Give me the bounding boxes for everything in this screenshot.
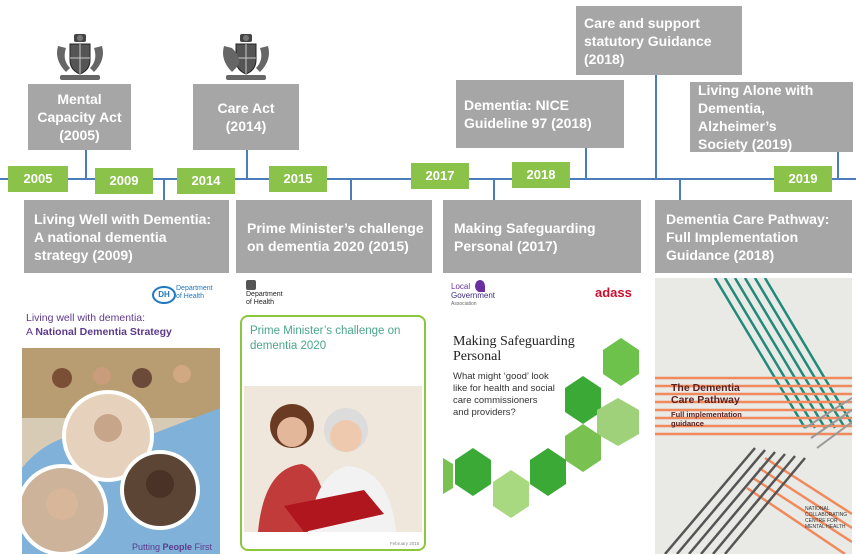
footer-part: First	[192, 542, 213, 552]
stripe-pattern	[655, 278, 852, 554]
event-label: Living Well with Dementia: A national de…	[34, 210, 212, 263]
cover-subtitle: What might ‘good’ look like for health a…	[453, 371, 555, 418]
royal-crest-icon	[57, 34, 103, 80]
lga-local: Local	[451, 282, 471, 291]
connector-2005	[85, 150, 87, 178]
cover-pm-challenge: Department of Health Prime Minister’s ch…	[236, 278, 430, 554]
cover-publisher: NATIONAL COLLABORATING CENTRE FOR MENTAL…	[805, 506, 848, 530]
event-label: Mental Capacity Act (2005)	[37, 91, 122, 143]
event-label: Making Safeguarding Personal (2017)	[454, 219, 596, 254]
cover-living-well: DH Department of Health Living well with…	[22, 278, 220, 554]
royal-crest-icon	[223, 34, 269, 80]
year-2009: 2009	[95, 168, 153, 194]
dh-logo-text: Department of Health	[176, 285, 213, 300]
year-2015: 2015	[269, 166, 327, 192]
cover-title-line1: Living well with dementia:	[26, 312, 146, 324]
year-2017: 2017	[411, 163, 469, 189]
connector-nice	[585, 148, 587, 178]
year-2014: 2014	[177, 168, 235, 194]
event-safeguarding: Making Safeguarding Personal (2017)	[443, 200, 641, 273]
cover-title-prefix: A	[26, 326, 36, 338]
adass-logo: adass	[595, 285, 632, 300]
cover-photo	[244, 386, 422, 532]
year-2005: 2005	[8, 166, 68, 192]
event-mental-capacity-act: Mental Capacity Act (2005)	[28, 84, 131, 150]
cover-care-pathway: The Dementia Care Pathway Full implement…	[655, 278, 852, 554]
cover-footer: Putting People First	[132, 542, 212, 552]
event-label: Care and support statutory Guidance (201…	[584, 14, 712, 67]
event-statutory-guidance: Care and support statutory Guidance (201…	[576, 6, 742, 75]
event-care-pathway: Dementia Care Pathway: Full Implementati…	[655, 200, 852, 273]
cover-date: February 2015	[390, 541, 420, 546]
connector-2014	[246, 150, 248, 178]
lga-association: Association	[451, 301, 477, 307]
lga-swirl-icon	[475, 280, 485, 292]
connector-2017	[493, 178, 495, 200]
event-label: Prime Minister’s challenge on dementia 2…	[247, 219, 424, 254]
event-nice-guideline: Dementia: NICE Guideline 97 (2018)	[456, 80, 624, 148]
event-label: Care Act (2014)	[217, 100, 275, 134]
lga-government: Government	[451, 291, 496, 300]
footer-part: Putting	[132, 542, 163, 552]
cover-subtitle: Full implementation guidance	[671, 410, 742, 428]
event-pm-challenge: Prime Minister’s challenge on dementia 2…	[236, 200, 432, 273]
dept-of-health-label: Department of Health	[246, 291, 283, 306]
event-label: Dementia Care Pathway: Full Implementati…	[666, 210, 830, 263]
cover-photo-collage	[22, 348, 220, 554]
dh-logo-icon: DH	[152, 286, 176, 304]
year-2018: 2018	[512, 162, 570, 188]
cover-safeguarding: Local Government Association adass Makin…	[443, 278, 641, 554]
connector-2009	[163, 178, 165, 200]
cover-title-emphasis: National Dementia Strategy	[35, 326, 172, 338]
event-label: Living Alone with Dementia, Alzheimer’s …	[698, 82, 814, 152]
event-living-alone: Living Alone with Dementia, Alzheimer’s …	[690, 82, 853, 152]
event-label: Dementia: NICE Guideline 97 (2018)	[464, 97, 592, 131]
cover-title: Prime Minister’s challenge on dementia 2…	[250, 325, 401, 352]
connector-statutory	[655, 75, 657, 178]
lga-logo: Local Government Association	[451, 282, 495, 309]
cover-title: The Dementia Care Pathway	[671, 382, 740, 406]
connector-pathway	[679, 178, 681, 200]
cover-inner-frame	[240, 315, 426, 551]
footer-emphasis: People	[162, 542, 193, 552]
hexagon-pattern	[443, 338, 639, 518]
cover-title: Making Safeguarding Personal	[453, 334, 575, 364]
event-living-well: Living Well with Dementia: A national de…	[24, 200, 229, 273]
event-care-act: Care Act (2014)	[193, 84, 299, 150]
year-2019: 2019	[774, 166, 832, 192]
cover-title-line2: A National Dementia Strategy	[26, 326, 172, 338]
connector-2015	[350, 178, 352, 200]
crest-small-icon	[246, 280, 256, 290]
connector-2019	[837, 152, 839, 178]
